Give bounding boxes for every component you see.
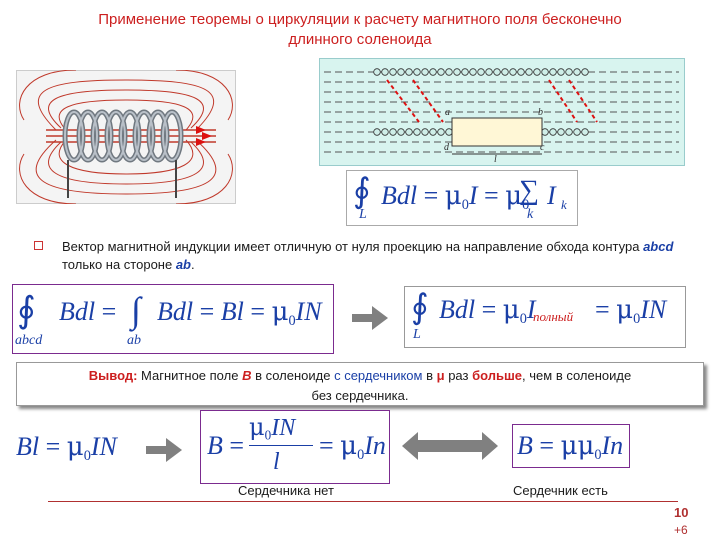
page-number: 10: [674, 505, 689, 520]
double-arrow-icon: [402, 432, 498, 460]
circulation-integral-sub: L: [359, 207, 367, 222]
formula-abcd: ∮ abcd Bdl = ∫ ab Bdl = Bl = μ0IN: [12, 284, 334, 354]
bullet-text: Вектор магнитной индукции имеет отличную…: [62, 239, 674, 272]
label-no-core: Сердечника нет: [238, 483, 334, 498]
contour-abcd: abcd: [643, 239, 674, 254]
ab-integral-sub: ab: [127, 333, 141, 348]
formula-total-current: ∮ L Bdl = μ0I полный = μ0IN: [404, 286, 686, 348]
point-a-label: a: [445, 107, 450, 118]
conclusion-box: Вывод: Магнитное поле B в соленоиде с се…: [16, 362, 704, 406]
formula-circulation: ∮ L Bdl = μ0I = μ0 ∑ k I k: [346, 170, 578, 226]
point-c-label: c: [540, 142, 545, 153]
conclusion-label: Вывод:: [88, 368, 138, 383]
length-l-label: l: [494, 154, 497, 165]
arrow-right-icon-2: [146, 438, 182, 462]
total-current-sub: полный: [533, 309, 574, 324]
abcd-integral-sub: abcd: [15, 333, 43, 348]
label-with-core: Сердечник есть: [513, 483, 608, 498]
bullet-marker: [34, 241, 43, 250]
conclusion-mu: μ: [436, 368, 445, 383]
page-number-extra: +6: [674, 523, 688, 537]
title-line-1: Применение теоремы о циркуляции к расчет…: [98, 11, 622, 28]
total-integral-sub: L: [413, 327, 421, 342]
point-d-label: d: [444, 142, 450, 153]
conclusion-line-2: без сердечника.: [311, 388, 409, 403]
page-title: Применение теоремы о циркуляции к расчет…: [0, 10, 720, 50]
side-ab: ab: [175, 257, 191, 272]
formula-b-no-core: B = μ0IN l = μ0In: [200, 410, 390, 484]
current-sub: k: [561, 197, 567, 212]
title-line-2: длинного соленоида: [288, 31, 432, 48]
arrow-right-icon: [352, 306, 388, 330]
footer-divider: [48, 501, 678, 502]
formula-bl: Bl = μ0IN: [16, 432, 117, 464]
point-b-label: b: [538, 107, 543, 118]
formula-b-with-core: B = μμ0In: [512, 424, 630, 468]
conclusion-more: больше: [472, 368, 523, 383]
sum-sub: k: [527, 207, 534, 222]
solenoid-field-illustration: [16, 70, 236, 204]
contour-abcd-diagram: a b c d l: [319, 58, 685, 166]
conclusion-core-text: с сердечником: [334, 368, 423, 383]
conclusion-b: B: [242, 368, 252, 383]
